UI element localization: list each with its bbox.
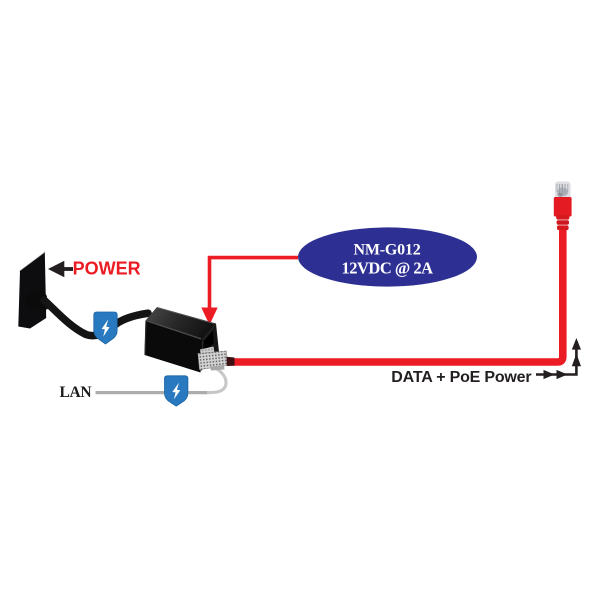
- svg-text:12VDC @ 2A: 12VDC @ 2A: [341, 259, 433, 278]
- svg-text:POWER: POWER: [73, 259, 141, 279]
- svg-text:DATA + PoE Power: DATA + PoE Power: [391, 369, 531, 386]
- svg-text:LAN: LAN: [60, 384, 92, 401]
- svg-text:NM-G012: NM-G012: [353, 242, 420, 259]
